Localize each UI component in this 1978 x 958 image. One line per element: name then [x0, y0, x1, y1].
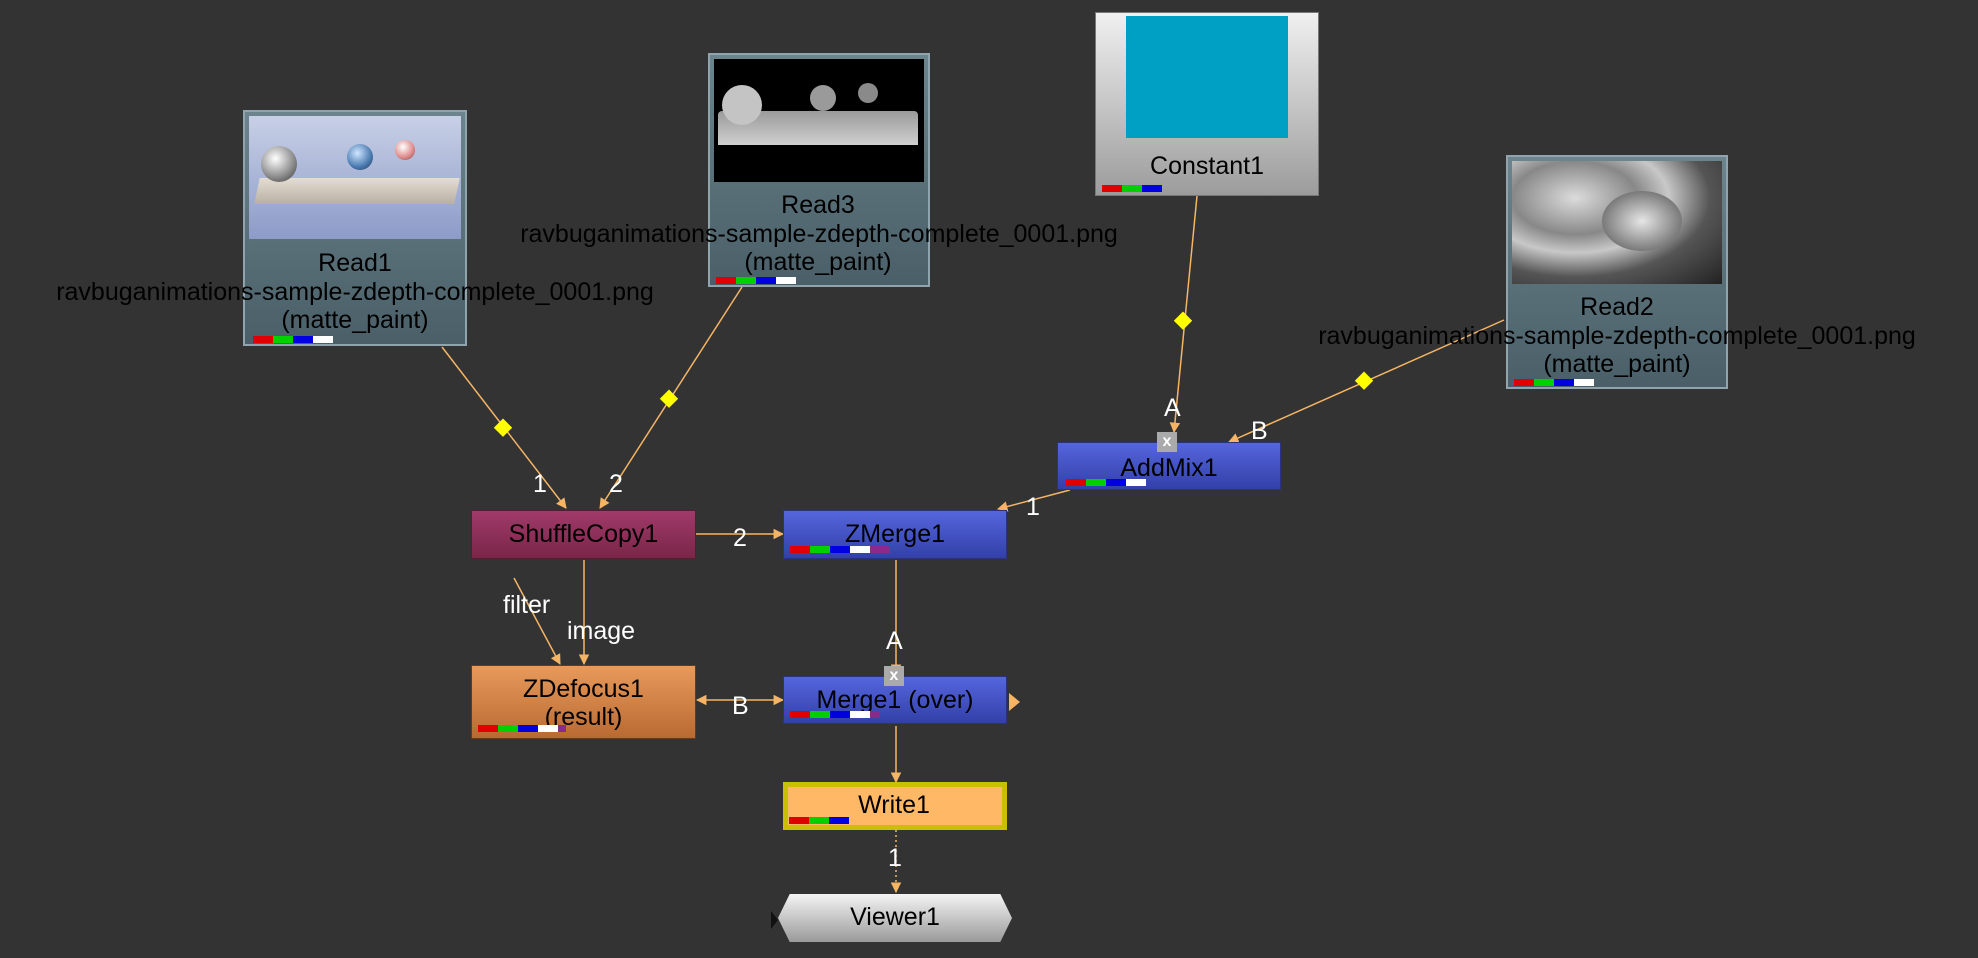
- merge1-title: Merge1 (over): [816, 686, 974, 714]
- merge-mask-input-arrow[interactable]: [1009, 693, 1020, 711]
- addmix1-disable-mask-icon[interactable]: x: [1157, 432, 1177, 452]
- channel-indicator: [1514, 379, 1594, 386]
- node-read1[interactable]: [243, 110, 467, 346]
- zdefocus1-title: ZDefocus1: [523, 675, 644, 703]
- node-zdefocus1[interactable]: ZDefocus1 (result): [471, 665, 696, 739]
- depth-sphere-small: [858, 83, 878, 103]
- zdefocus-image-input-label: image: [567, 617, 636, 645]
- merge1-disable-mask-icon[interactable]: x: [884, 666, 904, 686]
- constant1-title: Constant1: [1150, 152, 1264, 180]
- edge-constant-addmix[interactable]: [1169, 195, 1198, 434]
- read3-thumbnail: [714, 59, 924, 182]
- shufflecopy-input-1-label: 1: [533, 470, 547, 498]
- zmerge-input-1-label: 1: [1026, 493, 1040, 521]
- zmerge1-title: ZMerge1: [844, 520, 946, 548]
- channel-indicator: [1066, 479, 1146, 486]
- merge-input-a-label: A: [886, 627, 903, 655]
- channel-indicator: [789, 817, 849, 824]
- node-read3[interactable]: [708, 53, 930, 287]
- shufflecopy-input-2-label: 2: [609, 470, 623, 498]
- channel-indicator: [1102, 185, 1162, 192]
- node-zmerge1[interactable]: ZMerge1: [783, 510, 1007, 559]
- edge-addmix-zmerge[interactable]: [996, 489, 1071, 512]
- channel-indicator: [790, 711, 880, 718]
- channel-indicator: [790, 546, 890, 553]
- node-write1[interactable]: Write1: [783, 782, 1007, 830]
- chrome-sphere: [261, 146, 297, 182]
- channel-indicator: [478, 725, 566, 732]
- addmix-input-a-label: A: [1164, 394, 1181, 422]
- constant1-color-swatch: [1126, 16, 1288, 138]
- glass-sphere: [347, 144, 373, 170]
- node-constant1[interactable]: Constant1: [1095, 12, 1319, 196]
- read2-note: (matte_paint): [1543, 350, 1691, 378]
- edge-dot[interactable]: [1173, 311, 1193, 330]
- zdefocus-filter-input-label: filter: [503, 591, 551, 619]
- edge-dot[interactable]: [1354, 371, 1374, 390]
- read2-title: Read2: [1580, 293, 1654, 321]
- edge-dot[interactable]: [493, 418, 513, 437]
- addmix1-title: AddMix1: [1120, 454, 1218, 482]
- read1-filename: ravbuganimations-sample-zdepth-complete_…: [56, 278, 654, 306]
- shufflecopy1-title: ShuffleCopy1: [508, 520, 659, 548]
- viewer1-title: Viewer1: [850, 903, 940, 931]
- read3-filename: ravbuganimations-sample-zdepth-complete_…: [520, 220, 1118, 248]
- node-viewer1[interactable]: Viewer1: [778, 894, 1012, 942]
- read3-note: (matte_paint): [744, 248, 892, 276]
- node-read2[interactable]: [1506, 155, 1728, 389]
- viewer-input-arrow[interactable]: [771, 911, 778, 929]
- write1-title: Write1: [858, 791, 930, 819]
- channel-indicator: [253, 336, 333, 343]
- edge-dot[interactable]: [659, 389, 679, 408]
- depth-sphere-medium: [810, 85, 836, 111]
- read2-thumbnail: [1512, 161, 1722, 284]
- viewer-input-1-label: 1: [888, 844, 902, 872]
- merge-input-b-label: B: [732, 692, 749, 720]
- small-sphere: [395, 140, 415, 160]
- depth-sphere-large: [722, 85, 762, 125]
- zmerge-input-2-label: 2: [733, 524, 747, 552]
- read1-thumbnail: [249, 116, 461, 239]
- channel-indicator: [716, 277, 796, 284]
- read1-note: (matte_paint): [281, 306, 429, 334]
- edge-shufflecopy-zdefocus-filter[interactable]: [513, 577, 561, 665]
- node-shufflecopy1[interactable]: ShuffleCopy1: [471, 510, 696, 559]
- floor-plane: [254, 178, 460, 204]
- read3-title: Read3: [781, 191, 855, 219]
- noise-blob: [1602, 191, 1682, 251]
- read2-filename: ravbuganimations-sample-zdepth-complete_…: [1318, 322, 1916, 350]
- read1-title: Read1: [318, 249, 392, 277]
- addmix-input-b-label: B: [1251, 417, 1268, 445]
